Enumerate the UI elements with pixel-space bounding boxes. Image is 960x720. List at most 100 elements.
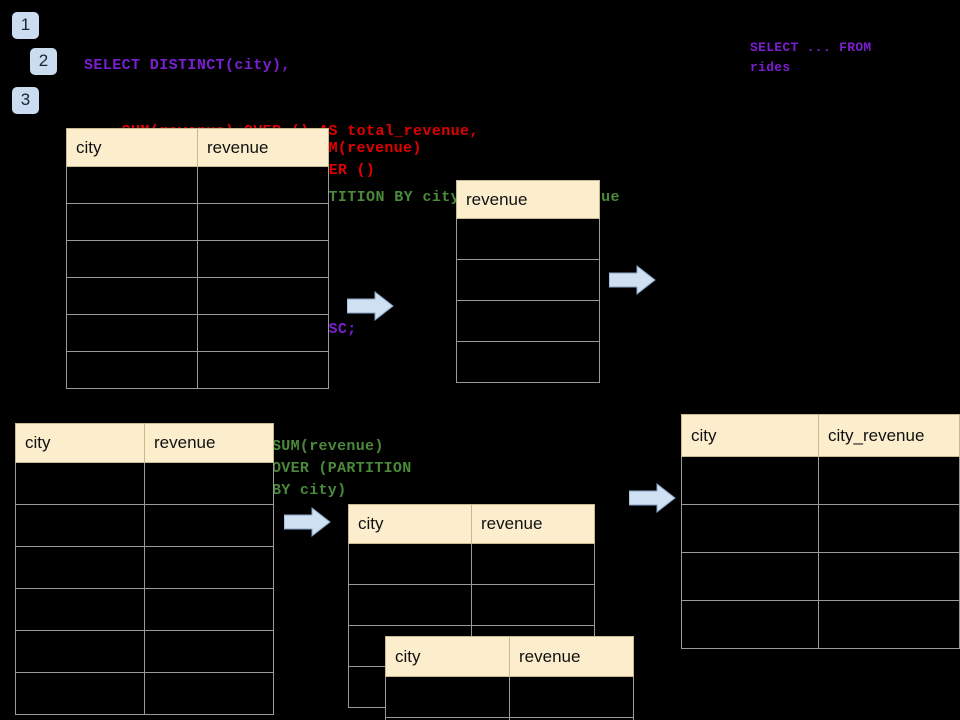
step-badge-1: 1: [12, 12, 39, 39]
table-cell: [348, 543, 472, 585]
column-header-city: city: [348, 504, 472, 544]
column-header-city-revenue: city_revenue: [818, 414, 960, 457]
table-cell: [680, 600, 820, 649]
table-cell: [197, 314, 329, 352]
table-cell: [66, 351, 198, 389]
table-row: [15, 462, 274, 505]
table-row: [348, 584, 595, 626]
table-cell: [197, 240, 329, 278]
table-city-revenue-body: city city_revenue: [680, 414, 960, 649]
table-header-row: city revenue: [15, 423, 274, 463]
table-rides-bottom-body: city revenue: [15, 423, 274, 715]
column-header-revenue: revenue: [197, 128, 329, 167]
table-cell: [818, 600, 960, 649]
flow-arrow-3-icon: [284, 507, 331, 537]
table-row: [15, 588, 274, 631]
table-row: [680, 600, 960, 649]
table-row: [66, 351, 329, 389]
column-header-city: city: [15, 423, 145, 463]
table-cell: [509, 676, 634, 718]
table-rides-bottom: city revenue: [15, 423, 274, 715]
table-header-row: city city_revenue: [680, 414, 960, 457]
flow-arrow-1-icon: [347, 291, 394, 321]
table-cell: [66, 203, 198, 241]
flow-arrow-2-icon: [609, 265, 656, 295]
table-cell: [680, 504, 820, 553]
table-cell: [456, 218, 600, 260]
table-cell: [680, 552, 820, 601]
table-cell: [144, 588, 274, 631]
table-cell: [509, 717, 634, 720]
table-cell: [66, 277, 198, 315]
table-row: [66, 203, 329, 241]
table-cell: [15, 672, 145, 715]
table-rides-top: city revenue: [66, 128, 329, 389]
table-cell: [385, 676, 510, 718]
table-cell: [15, 630, 145, 673]
column-header-city: city: [385, 636, 510, 677]
table-cell: [197, 351, 329, 389]
annotation-select-from: SELECT ... FROM rides: [750, 40, 872, 75]
table-cell: [471, 584, 595, 626]
table-row: [456, 300, 600, 342]
table-row: [15, 672, 274, 715]
table-cell: [818, 504, 960, 553]
table-cell: [456, 259, 600, 301]
column-header-city: city: [680, 414, 820, 457]
table-row: [348, 543, 595, 585]
table-row: [66, 277, 329, 315]
table-cell: [15, 462, 145, 505]
table-row: [680, 552, 960, 601]
table-total-revenue-body: revenue: [456, 180, 600, 383]
table-cell: [15, 546, 145, 589]
table-row: [15, 504, 274, 547]
table-row: [456, 341, 600, 383]
table-cell: [144, 630, 274, 673]
flow-arrow-4-icon: [629, 483, 676, 513]
column-header-revenue: revenue: [456, 180, 600, 219]
table-row: [680, 504, 960, 553]
step-badge-2: 2: [30, 48, 57, 75]
table-total-revenue: revenue: [456, 180, 600, 383]
table-row: [66, 240, 329, 278]
table-header-row: revenue: [456, 180, 600, 219]
table-cell: [456, 341, 600, 383]
table-partition-b-body: city revenue: [385, 636, 634, 720]
annotation-sum-partition: SUM(revenue) OVER (PARTITION BY city): [272, 438, 412, 499]
table-row: [15, 546, 274, 589]
table-header-row: city revenue: [66, 128, 329, 167]
table-header-row: city revenue: [385, 636, 634, 677]
table-cell: [197, 166, 329, 204]
table-cell: [144, 546, 274, 589]
table-cell: [144, 672, 274, 715]
table-row: [66, 314, 329, 352]
step-badge-3: 3: [12, 87, 39, 114]
table-cell: [66, 240, 198, 278]
table-cell: [818, 552, 960, 601]
column-header-city: city: [66, 128, 198, 167]
table-cell: [66, 166, 198, 204]
table-cell: [197, 203, 329, 241]
table-row: [385, 676, 634, 718]
column-header-revenue: revenue: [509, 636, 634, 677]
table-cell: [144, 462, 274, 505]
table-row: [15, 630, 274, 673]
table-cell: [144, 504, 274, 547]
column-header-revenue: revenue: [471, 504, 595, 544]
table-cell: [15, 588, 145, 631]
table-header-row: city revenue: [348, 504, 595, 544]
table-cell: [348, 584, 472, 626]
table-row: [680, 456, 960, 505]
sql-line-select: SELECT DISTINCT(city),: [84, 57, 291, 74]
table-row: [456, 259, 600, 301]
table-rides-top-body: city revenue: [66, 128, 329, 389]
table-row: [385, 717, 634, 720]
table-row: [66, 166, 329, 204]
table-cell: [197, 277, 329, 315]
table-cell: [15, 504, 145, 547]
table-cell: [680, 456, 820, 505]
table-cell: [66, 314, 198, 352]
table-cell: [456, 300, 600, 342]
table-cell: [471, 543, 595, 585]
